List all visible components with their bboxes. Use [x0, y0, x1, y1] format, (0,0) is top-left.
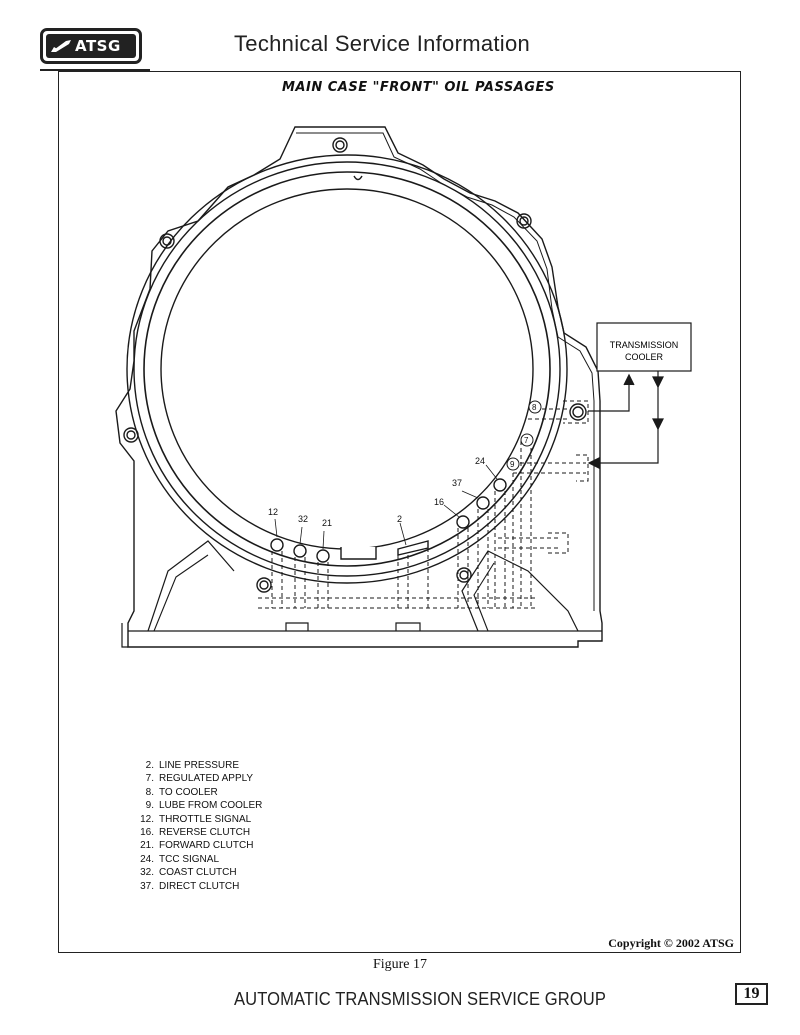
- footer-org: AUTOMATIC TRANSMISSION SERVICE GROUP: [234, 989, 606, 1009]
- atsg-logo: ATSG: [40, 28, 142, 64]
- callout-24: 24: [475, 456, 485, 466]
- bore-outer: [126, 154, 568, 584]
- callout-37: 37: [452, 478, 462, 488]
- passage-port-24: [493, 478, 507, 492]
- passage-port-21: [316, 549, 330, 563]
- legend-item: 12.THROTTLE SIGNAL: [140, 813, 252, 825]
- bore-inner: [143, 171, 551, 567]
- to-cooler-line: [588, 377, 630, 412]
- figure-frame: [58, 71, 741, 953]
- bolt-hole: [516, 213, 532, 229]
- figure-caption: Figure 17: [372, 957, 428, 972]
- cooler-label-line1: TRANSMISSION: [610, 340, 679, 350]
- passage-legend: 2.LINE PRESSURE 7.REGULATED APPLY 8.TO C…: [134, 759, 262, 893]
- callout-12: 12: [268, 507, 278, 517]
- bottom-notch: [340, 547, 377, 560]
- callout-32: 32: [298, 514, 308, 524]
- from-cooler-line: [591, 371, 659, 464]
- passage-port-16: [456, 515, 470, 529]
- legend-item: 21.FORWARD CLUTCH: [140, 840, 254, 852]
- bell-housing-outline: [115, 126, 603, 648]
- callout-21: 21: [322, 518, 332, 528]
- cooler-label-line2: COOLER: [625, 352, 664, 362]
- passage-port-37: [476, 496, 490, 510]
- passage-port-32: [293, 544, 307, 558]
- legend-item: 7.REGULATED APPLY: [145, 773, 254, 785]
- legend-item: 32.COAST CLUTCH: [140, 867, 237, 879]
- passage-port-2: [397, 540, 429, 556]
- arrow-logo-icon: [51, 40, 71, 52]
- legend-item: 16.REVERSE CLUTCH: [140, 827, 251, 839]
- callout-16: 16: [434, 497, 444, 507]
- bore-seal-ring: [133, 161, 561, 577]
- callout-9: 9: [510, 460, 515, 469]
- legend-item: 8.TO COOLER: [145, 786, 218, 798]
- bolt-hole: [456, 567, 472, 583]
- passage-port-12: [270, 538, 284, 552]
- legend-item: 24.TCC SIGNAL: [140, 853, 220, 865]
- callout-2: 2: [397, 514, 402, 524]
- page-title: Technical Service Information: [234, 31, 531, 56]
- bolt-hole: [123, 427, 139, 443]
- legend-item: 2.LINE PRESSURE: [145, 760, 240, 771]
- bolt-hole: [159, 233, 175, 249]
- legend-item: 9.LUBE FROM COOLER: [145, 800, 263, 812]
- diagram-title: MAIN CASE "FRONT" OIL PASSAGES: [282, 80, 555, 95]
- passage-port-8: [569, 403, 587, 421]
- callout-8: 8: [532, 403, 537, 412]
- bore-innermost: [160, 188, 534, 550]
- logo-text: ATSG: [75, 37, 121, 55]
- callout-7: 7: [524, 436, 529, 445]
- legend-item: 37.DIRECT CLUTCH: [140, 880, 240, 892]
- bolt-hole: [332, 137, 348, 153]
- copyright-notice: Copyright © 2002 ATSG: [608, 936, 734, 950]
- page-number: 19: [735, 983, 768, 1005]
- header-rule: [40, 69, 150, 71]
- bolt-hole: [256, 577, 272, 593]
- case-diagram: TRANSMISSION COOLER 12 32 21 2 16 37 24 …: [115, 126, 692, 648]
- transmission-cooler-box: [596, 322, 692, 372]
